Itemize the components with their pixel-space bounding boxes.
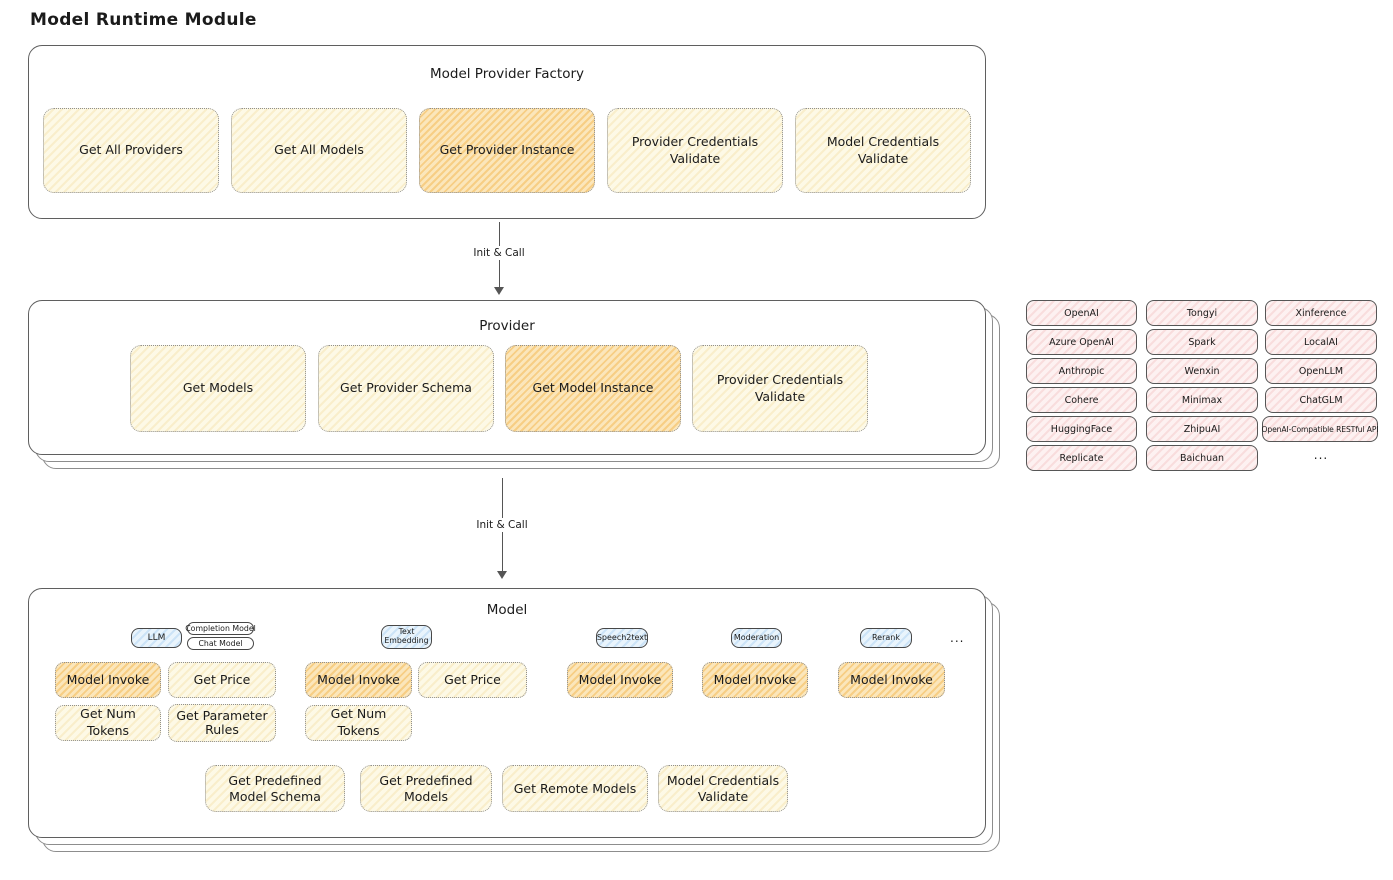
provider-item-baichuan: Baichuan bbox=[1146, 445, 1258, 471]
model-box-get-remote-models: Get Remote Models bbox=[502, 765, 648, 812]
provider-item-openai: OpenAI bbox=[1026, 300, 1137, 326]
provider-item-anthropic: Anthropic bbox=[1026, 358, 1137, 384]
provider-box-get-models: Get Models bbox=[130, 345, 306, 432]
model-box-get-predefined-model-schema: Get Predefined Model Schema bbox=[205, 765, 345, 812]
model-box-get-num-tokens-text-embedding: Get Num Tokens bbox=[305, 705, 412, 741]
factory-box-get-provider-instance: Get Provider Instance bbox=[419, 108, 595, 193]
model-box-get-parameter-rules: Get Parameter Rules bbox=[168, 704, 276, 742]
model-type-badge-completion-model: Completion Model bbox=[185, 622, 256, 635]
model-type-badge-text-embedding: Text Embedding bbox=[381, 625, 432, 649]
provider-box-provider-credentials-validate: Provider Credentials Validate bbox=[692, 345, 868, 432]
model-box-get-price-text-embedding: Get Price bbox=[418, 662, 527, 698]
factory-title: Model Provider Factory bbox=[429, 66, 584, 82]
model-box-get-num-tokens-llm: Get Num Tokens bbox=[55, 705, 161, 741]
model-type-badge-rerank: Rerank bbox=[860, 628, 912, 648]
factory-box-get-all-providers: Get All Providers bbox=[43, 108, 219, 193]
provider-item-spark: Spark bbox=[1146, 329, 1258, 355]
provider-item-openai-compatible-restful-api: OpenAI-Compatible RESTful API bbox=[1261, 416, 1379, 442]
page-title: Model Runtime Module bbox=[30, 10, 257, 30]
provider-item-zhipuai: ZhipuAI bbox=[1146, 416, 1258, 442]
provider-box-get-model-instance: Get Model Instance bbox=[505, 345, 681, 432]
arrow-head-1 bbox=[494, 287, 504, 295]
provider-item-minimax: Minimax bbox=[1146, 387, 1258, 413]
model-box-model-credentials-validate: Model Credentials Validate bbox=[658, 765, 788, 812]
model-types-more: ... bbox=[950, 631, 965, 645]
provider-item-chatglm: ChatGLM bbox=[1265, 387, 1377, 413]
provider-item-azure-openai: Azure OpenAI bbox=[1026, 329, 1137, 355]
arrow-label-init-call-1: Init & Call bbox=[469, 246, 529, 260]
model-box-model-invoke-llm: Model Invoke bbox=[55, 662, 161, 698]
model-box-model-invoke-moderation: Model Invoke bbox=[702, 662, 808, 698]
arrow-label-init-call-2: Init & Call bbox=[472, 518, 532, 532]
provider-item-xinference: Xinference bbox=[1265, 300, 1377, 326]
model-box-get-predefined-models: Get Predefined Models bbox=[360, 765, 492, 812]
model-box-get-price-llm: Get Price bbox=[168, 662, 276, 698]
model-box-model-invoke-speech2text: Model Invoke bbox=[567, 662, 673, 698]
arrow-head-2 bbox=[497, 571, 507, 579]
factory-box-get-all-models: Get All Models bbox=[231, 108, 407, 193]
model-type-badge-llm: LLM bbox=[131, 628, 182, 648]
provider-grid-more: ... bbox=[1313, 448, 1329, 462]
model-box-model-invoke-rerank: Model Invoke bbox=[838, 662, 945, 698]
provider-title: Provider bbox=[479, 318, 535, 334]
model-type-badge-moderation: Moderation bbox=[731, 628, 782, 648]
provider-box-get-provider-schema: Get Provider Schema bbox=[318, 345, 494, 432]
model-title: Model bbox=[486, 602, 528, 618]
provider-item-localai: LocalAI bbox=[1265, 329, 1377, 355]
provider-item-replicate: Replicate bbox=[1026, 445, 1137, 471]
provider-item-wenxin: Wenxin bbox=[1146, 358, 1258, 384]
factory-box-model-credentials-validate: Model Credentials Validate bbox=[795, 108, 971, 193]
model-box-model-invoke-text-embedding: Model Invoke bbox=[305, 662, 412, 698]
model-type-badge-chat-model: Chat Model bbox=[187, 637, 254, 650]
provider-item-openllm: OpenLLM bbox=[1265, 358, 1377, 384]
provider-item-huggingface: HuggingFace bbox=[1026, 416, 1137, 442]
provider-item-tongyi: Tongyi bbox=[1146, 300, 1258, 326]
provider-item-cohere: Cohere bbox=[1026, 387, 1137, 413]
model-type-badge-speech2text: Speech2text bbox=[596, 628, 648, 648]
factory-box-provider-credentials-validate: Provider Credentials Validate bbox=[607, 108, 783, 193]
